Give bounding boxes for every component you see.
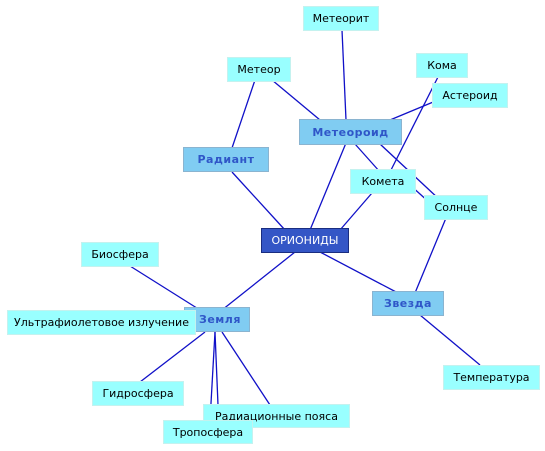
link-zvezda-temperatura [419, 314, 481, 366]
node-troposfera[interactable]: Тропосфера [163, 420, 253, 444]
node-koma[interactable]: Кома [416, 53, 468, 78]
link-zemlya-biosfera [129, 265, 201, 311]
link-meteoroid-meteor [271, 79, 321, 121]
link-meteoroid-asteroid [389, 99, 439, 121]
link-zemlya-radiation [221, 331, 271, 406]
link-radiant-meteor [231, 79, 256, 149]
link-orionids-zemlya [221, 251, 296, 311]
node-radiant[interactable]: Радиант [183, 147, 269, 172]
link-orionids-zvezda [319, 251, 399, 294]
node-meteor[interactable]: Метеор [227, 57, 291, 82]
node-meteorit[interactable]: Метеорит [303, 6, 379, 31]
node-asteroid[interactable]: Астероид [432, 83, 508, 108]
node-uv[interactable]: Ультрафиолетовое излучение [7, 310, 196, 335]
node-biosfera[interactable]: Биосфера [81, 242, 159, 267]
node-temperatura[interactable]: Температура [443, 365, 540, 390]
link-orionids-kometa [339, 192, 373, 231]
link-orionids-meteoroid [309, 142, 347, 231]
link-zemlya-gidrosfera [139, 331, 206, 383]
link-meteoroid-kometa [354, 143, 381, 173]
link-meteoroid-meteorit [341, 29, 347, 121]
link-orionids-radiant [231, 171, 286, 231]
node-kometa[interactable]: Комета [350, 169, 416, 194]
node-zvezda[interactable]: Звезда [372, 291, 444, 316]
node-meteoroid[interactable]: Метеороид [299, 119, 402, 145]
link-zvezda-solntse [414, 217, 447, 294]
node-radiation-belts[interactable]: Радиационные пояса [203, 404, 350, 428]
node-gidrosfera[interactable]: Гидросфера [92, 381, 184, 406]
node-solntse[interactable]: Солнце [424, 195, 488, 220]
central-node-orionids[interactable]: ОРИОНИДЫ [261, 228, 349, 253]
link-kometa-koma [389, 76, 439, 173]
link-zemlya-troposfera-2 [214, 331, 219, 406]
